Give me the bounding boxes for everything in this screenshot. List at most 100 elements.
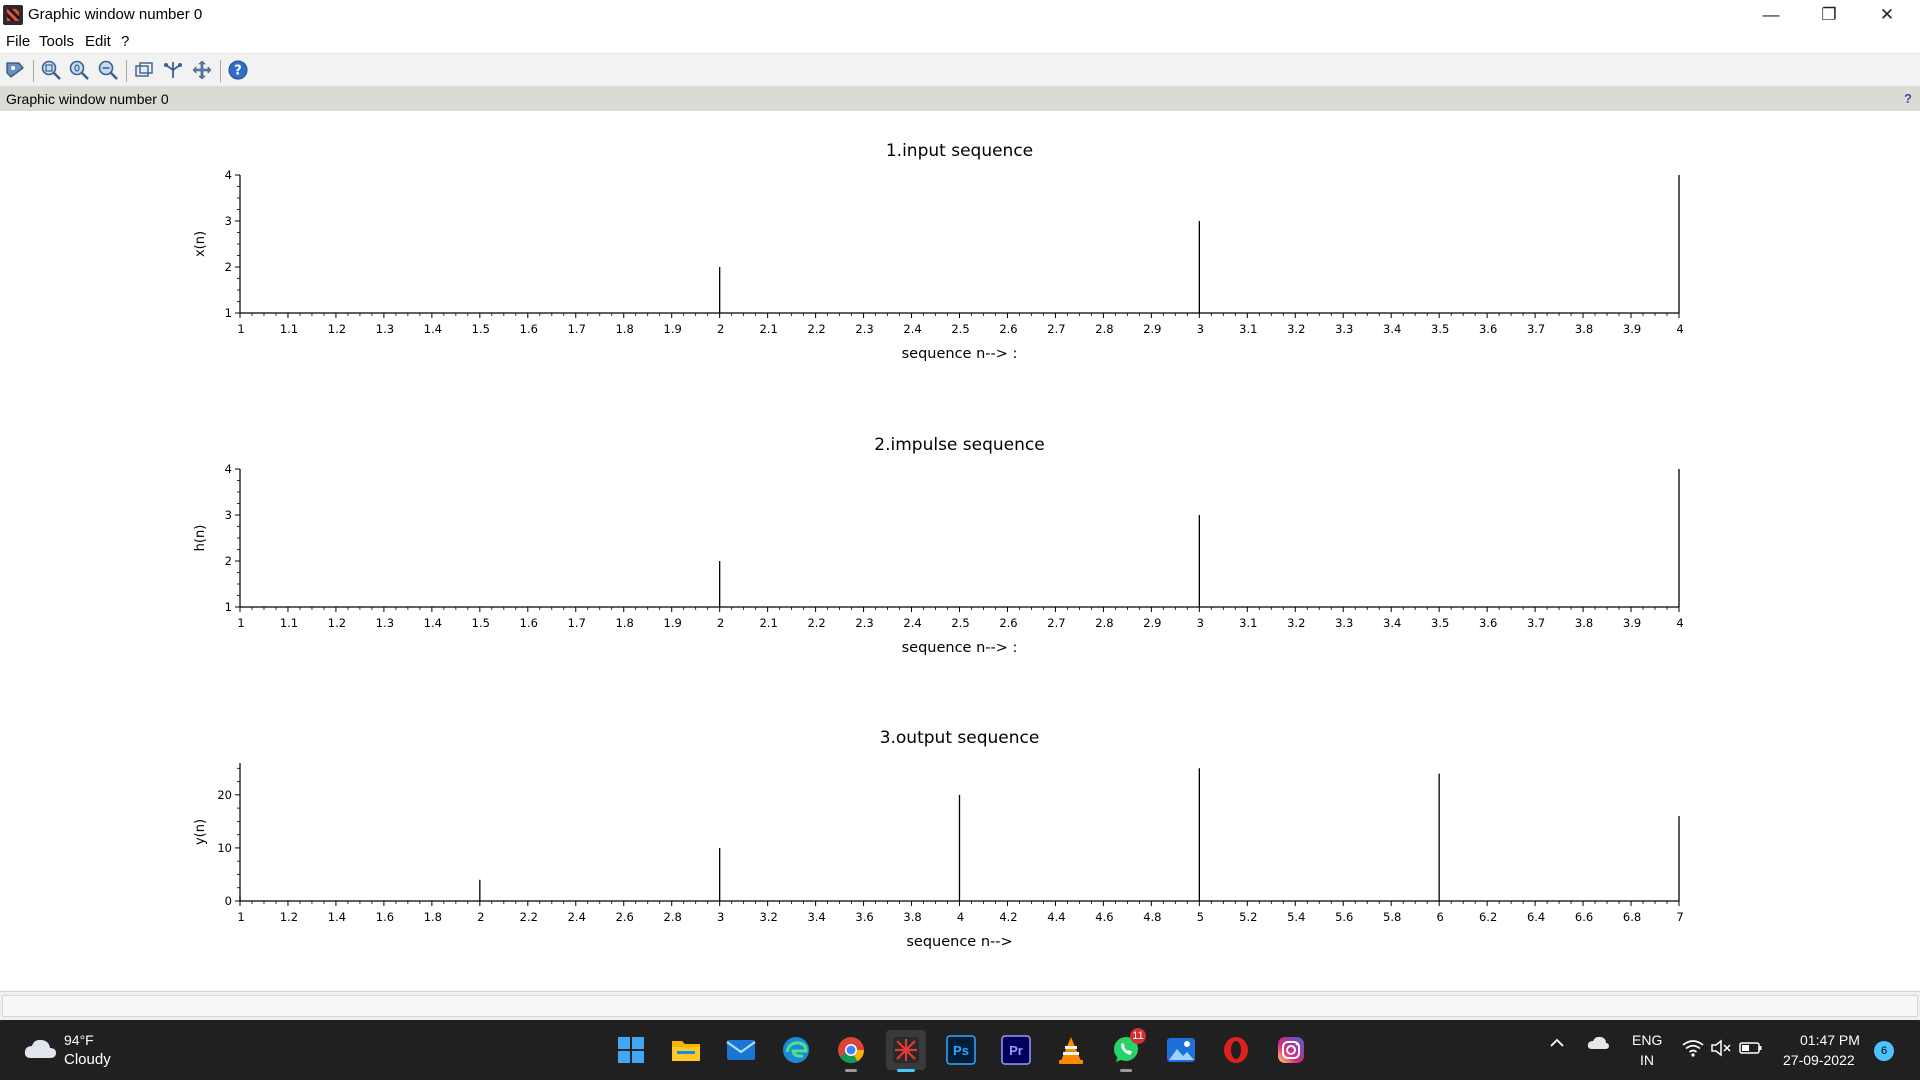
y-tick-label: 1 <box>225 600 232 614</box>
y-tick-label: 4 <box>225 168 232 182</box>
figure-help-button[interactable]: ? <box>1904 91 1912 106</box>
rotate-3d-icon[interactable] <box>161 58 185 82</box>
battery-icon[interactable] <box>1739 1039 1763 1060</box>
pan-icon[interactable] <box>190 58 214 82</box>
weather-description[interactable]: Cloudy <box>64 1051 111 1068</box>
close-button[interactable]: ✕ <box>1879 5 1895 24</box>
running-indicator <box>845 1069 857 1072</box>
weather-temperature[interactable]: 94°F <box>64 1032 94 1048</box>
whatsapp-icon[interactable]: 11 <box>1106 1028 1146 1072</box>
x-tick-label: 3.1 <box>1239 322 1257 336</box>
onedrive-icon[interactable] <box>1586 1034 1610 1055</box>
zoom-out-icon[interactable] <box>96 58 120 82</box>
instagram-icon[interactable] <box>1271 1030 1311 1070</box>
x-tick-label: 5.8 <box>1383 910 1401 924</box>
menu-help[interactable]: ? <box>121 33 130 50</box>
svg-text:?: ? <box>234 64 242 79</box>
x-tick-label: 5 <box>1197 910 1204 924</box>
x-tick-label: 3.7 <box>1527 322 1545 336</box>
x-tick-label: 1 <box>237 910 244 924</box>
x-tick-label: 2.9 <box>1143 616 1161 630</box>
x-tick-label: 3.3 <box>1335 322 1353 336</box>
x-tick-label: 4.6 <box>1095 910 1113 924</box>
x-tick-label: 4.2 <box>999 910 1017 924</box>
info-bar <box>0 991 1920 1020</box>
x-axis-label: sequence n--> <box>906 934 1012 950</box>
x-tick-label: 6.4 <box>1527 910 1545 924</box>
x-tick-label: 3 <box>1197 616 1204 630</box>
x-tick-label: 1.5 <box>472 616 490 630</box>
volume-muted-icon[interactable] <box>1710 1039 1732 1060</box>
x-tick-label: 6.6 <box>1575 910 1593 924</box>
language-indicator[interactable]: ENG <box>1632 1032 1663 1048</box>
x-tick-label: 2.2 <box>807 616 825 630</box>
notification-badge[interactable]: 6 <box>1874 1041 1894 1061</box>
cloud-icon[interactable] <box>22 1034 58 1064</box>
chrome-icon[interactable] <box>831 1030 871 1072</box>
x-tick-label: 2.8 <box>1095 616 1113 630</box>
premiere-icon[interactable]: Pr <box>996 1030 1036 1070</box>
y-tick-label: 4 <box>225 462 232 476</box>
x-tick-label: 1.6 <box>376 910 394 924</box>
photos-icon[interactable] <box>1161 1030 1201 1070</box>
photoshop-icon[interactable]: Ps <box>941 1030 981 1070</box>
x-tick-label: 2.4 <box>903 322 921 336</box>
restore-button[interactable]: ❐ <box>1821 5 1837 24</box>
x-tick-label: 1.9 <box>664 322 682 336</box>
vlc-icon[interactable] <box>1051 1030 1091 1070</box>
x-tick-label: 3.9 <box>1623 322 1641 336</box>
x-tick-label: 6.8 <box>1623 910 1641 924</box>
zoom-in-icon[interactable] <box>39 58 63 82</box>
x-tick-label: 2.7 <box>1047 322 1065 336</box>
x-tick-label: 3.4 <box>807 910 825 924</box>
file-explorer-icon[interactable] <box>666 1030 706 1070</box>
x-tick-label: 2.1 <box>759 322 777 336</box>
x-tick-label: 3 <box>1197 322 1204 336</box>
x-tick-label: 2.4 <box>903 616 921 630</box>
figure-label: Graphic window number 0 <box>6 91 169 107</box>
chart-title: 2.impulse sequence <box>874 435 1044 455</box>
datatip-icon[interactable] <box>3 58 27 82</box>
x-tick-label: 4 <box>957 910 964 924</box>
mail-icon[interactable] <box>721 1030 761 1070</box>
photoshop-label: Ps <box>953 1043 969 1058</box>
chevron-up-icon[interactable] <box>1548 1034 1566 1055</box>
toolbar-separator <box>126 60 127 82</box>
language-region[interactable]: IN <box>1640 1052 1654 1068</box>
y-tick-label: 2 <box>225 260 232 274</box>
x-tick-label: 2.5 <box>951 616 969 630</box>
x-tick-label: 1 <box>237 322 244 336</box>
x-tick-label: 3.3 <box>1335 616 1353 630</box>
x-tick-label: 3.4 <box>1383 322 1401 336</box>
menu-edit[interactable]: Edit <box>85 33 111 50</box>
x-tick-label: 1.1 <box>280 616 298 630</box>
x-axis-label: sequence n--> : <box>902 640 1018 656</box>
x-tick-label: 3.2 <box>1287 616 1305 630</box>
opera-icon[interactable] <box>1216 1030 1256 1070</box>
x-tick-label: 4 <box>1676 322 1683 336</box>
menu-tools[interactable]: Tools <box>39 33 75 50</box>
wifi-icon[interactable] <box>1682 1039 1704 1060</box>
scilab-icon[interactable] <box>886 1030 926 1072</box>
x-tick-label: 1.4 <box>424 322 442 336</box>
minimize-button[interactable]: — <box>1762 5 1780 24</box>
x-tick-label: 3.8 <box>1575 616 1593 630</box>
start-icon[interactable] <box>611 1030 651 1070</box>
x-tick-label: 3.5 <box>1431 322 1449 336</box>
clock-date[interactable]: 27-09-2022 <box>1783 1052 1855 1068</box>
chart-title: 1.input sequence <box>886 141 1033 161</box>
x-axis-label: sequence n--> : <box>902 346 1018 362</box>
y-tick-label: 20 <box>217 788 232 802</box>
x-tick-label: 1.9 <box>664 616 682 630</box>
edge-icon[interactable] <box>776 1030 816 1070</box>
menu-file[interactable]: File <box>6 33 31 50</box>
y-tick-label: 0 <box>225 894 232 908</box>
rotate-icon[interactable] <box>132 58 156 82</box>
x-tick-label: 2.9 <box>1143 322 1161 336</box>
x-tick-label: 3.1 <box>1239 616 1257 630</box>
zoom-original-icon[interactable] <box>67 58 91 82</box>
help-icon[interactable]: ? <box>226 58 250 82</box>
clock-time[interactable]: 01:47 PM <box>1800 1032 1860 1048</box>
